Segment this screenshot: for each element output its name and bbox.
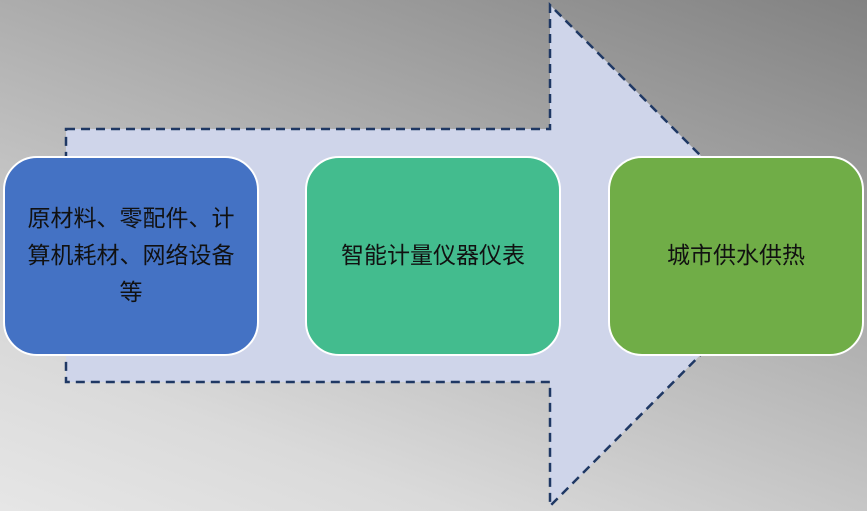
stage-box-midstream: 智能计量仪器仪表 <box>305 156 561 356</box>
stage-label-downstream: 城市供水供热 <box>667 242 805 269</box>
stage-box-downstream: 城市供水供热 <box>608 156 864 356</box>
stage-label-midstream: 智能计量仪器仪表 <box>341 242 525 269</box>
stage-box-upstream: 原材料、零配件、计算机耗材、网络设备等 <box>3 156 259 356</box>
stage-label-upstream: 原材料、零配件、计算机耗材、网络设备等 <box>27 205 235 306</box>
